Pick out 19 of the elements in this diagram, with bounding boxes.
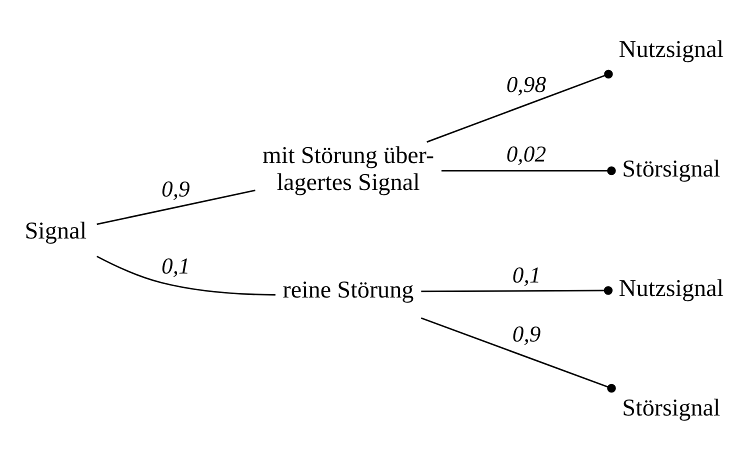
node-text: Störsignal — [622, 394, 720, 422]
edge-label: 0,9 — [512, 322, 541, 347]
connector — [420, 317, 616, 393]
connector — [96, 190, 256, 226]
node-text: Nutzsignal — [618, 36, 724, 64]
edge-label: 0,98 — [506, 72, 546, 98]
connector — [96, 256, 276, 296]
edge-label: 0,1 — [512, 262, 541, 288]
node-text: reine Störung — [282, 276, 414, 304]
node-text: Signal — [24, 218, 87, 245]
connector — [441, 166, 616, 176]
node-text: Nutzsignal — [618, 274, 724, 302]
connector — [426, 70, 613, 143]
edge-label: 0,9 — [162, 176, 190, 202]
connector — [421, 286, 613, 295]
edge-label: 0,02 — [506, 142, 546, 167]
edge-label: 0,1 — [162, 254, 190, 279]
node-text: Störsignal — [622, 156, 720, 183]
node-text: mit Störung über- lagertes Signal — [262, 142, 434, 196]
